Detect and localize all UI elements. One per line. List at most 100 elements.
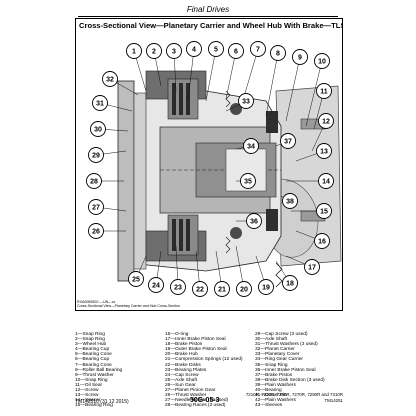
callout-number: 8: [276, 51, 280, 58]
legend-item: 29—Cap Screw (3 used): [255, 332, 308, 337]
header-title: Final Drives: [186, 5, 230, 14]
callout-circle: [314, 233, 330, 249]
callout-number: 7: [256, 47, 260, 54]
callout-circle: [304, 259, 320, 275]
callout-number: 16: [318, 239, 326, 246]
callout-leader-line: [225, 50, 237, 100]
legend-item: 21—Compression Springs (12 used): [165, 357, 243, 363]
footer-page-number: 50G-05-3: [190, 397, 220, 404]
callout-number: 6: [234, 49, 238, 56]
callout-leader-line: [205, 48, 217, 102]
legend-item: 28—Thrust Washer: [165, 393, 207, 399]
callout-number: 26: [92, 229, 100, 236]
legend-item: 9—Thrust Washer: [75, 372, 114, 378]
legend-item: 19—Outer Brake Piston Seal: [165, 347, 227, 353]
callout-number: 11: [320, 89, 328, 96]
callout-number: 19: [262, 285, 270, 292]
legend-item: 11—Oil Seal: [75, 382, 102, 388]
callout-leader-line: [285, 56, 301, 122]
callout-circle: [102, 71, 118, 87]
callout-number: 33: [242, 99, 250, 106]
figure-id: RXA0069520 —UN—xx Cross-Sectional View—P…: [77, 300, 180, 308]
legend-item: 22—Brake Disks: [165, 362, 201, 368]
callout-circle: [186, 41, 202, 57]
legend-item: 27—Planet Pinion Gear: [165, 388, 216, 394]
legend-item: 26—Sun Gear: [165, 382, 196, 388]
callout-circle: [170, 279, 186, 295]
callout-circle: [128, 271, 144, 287]
callout-circle: [316, 203, 332, 219]
legend-item: 7—Bearing Cone: [75, 362, 112, 368]
callout-number: 2: [152, 49, 156, 56]
callout-number: 18: [286, 281, 294, 288]
callout-circle: [238, 93, 254, 109]
callout-circle: [228, 43, 244, 59]
callout-circle: [280, 133, 296, 149]
legend-item: 1—Snap Ring: [75, 332, 105, 337]
callout-circle: [314, 53, 330, 69]
callout-circle: [270, 45, 286, 61]
section-title: Cross-Sectional View—Planetary Carrier a…: [79, 21, 343, 30]
legend-item: 37—Brake Piston: [255, 372, 293, 378]
figure-frame: Cross-Sectional View—Planetary Carrier a…: [75, 18, 343, 311]
callout-number: 4: [192, 47, 196, 54]
callout-number: 28: [90, 179, 98, 186]
callout-circle: [243, 138, 259, 154]
callout-circle: [258, 279, 274, 295]
footer-manual-id: TM14251: [324, 398, 343, 403]
legend-item: 13—Screw: [75, 393, 99, 399]
figure-id-line1: RXA0069520 —UN—xx: [77, 300, 116, 304]
callout-leader-line: [265, 52, 279, 117]
legend-item: 14—Spacer: [75, 398, 101, 404]
legend-item: 15—Bearing Ring: [75, 403, 113, 409]
callout-circle: [148, 277, 164, 293]
legend-item: 12—Screw: [75, 388, 99, 394]
legend-item: 2—Snap Ring: [75, 337, 105, 343]
legend-item: 25—Axle Shaft: [165, 377, 197, 383]
legend-item: 24—Cap Screw: [165, 372, 199, 378]
callout-circle: [250, 41, 266, 57]
callout-number: 1: [132, 49, 136, 56]
callout-circle: [316, 83, 332, 99]
callout-number: 25: [132, 277, 140, 284]
legend-item: 34—Ring Gear Carrier: [255, 357, 303, 363]
legend-item: 8—Roller Ball Bearing: [75, 367, 123, 373]
callout-circle: [146, 43, 162, 59]
callout-number: 23: [174, 285, 182, 292]
callout-number: 20: [240, 287, 248, 294]
legend-item: 28—Bearing Races (3 used): [165, 403, 226, 409]
callout-leader-line: [305, 60, 323, 127]
callout-circle: [240, 173, 256, 189]
legend-item: 39—Plain Washers: [255, 382, 296, 388]
callout-circle: [88, 223, 104, 239]
legend-item: 43—Sleeves: [255, 403, 283, 409]
figure-id-line2: Cross-Sectional View—Planetary Carrier a…: [77, 304, 180, 308]
callout-number: 37: [284, 139, 292, 146]
legend-item: 38—Brake Disk Section (3 used): [255, 377, 325, 383]
legend-item: 33—Planetary Cover: [255, 352, 300, 358]
callout-number: 22: [196, 287, 204, 294]
callout-number: 34: [247, 144, 255, 151]
callout-leader-line: [187, 48, 195, 102]
legend-item: 36—Inner Brake Piston Seal: [255, 367, 316, 373]
callout-circle: [208, 41, 224, 57]
footer-document-id: TM142510 (31 12 2015): [75, 399, 129, 405]
legend-item: 42—Plain Washers: [255, 398, 296, 404]
callout-number: 27: [92, 205, 100, 212]
footer-models: 7210R, 7230R, 7250R, 7270R, 7290R and 73…: [245, 392, 343, 397]
callout-circle: [316, 143, 332, 159]
callout-number: 31: [96, 101, 104, 108]
callout-circle: [282, 275, 298, 291]
callout-number: 35: [244, 179, 252, 186]
callout-number: 9: [298, 55, 302, 62]
callout-number: 29: [92, 153, 100, 160]
legend-item: 40—Bearing: [255, 388, 282, 394]
legend-item: 20—Brake Hub: [165, 352, 198, 358]
legend-item: 10—Snap Ring: [75, 377, 108, 383]
callout-circle: [282, 193, 298, 209]
callout-number: 32: [106, 77, 114, 84]
